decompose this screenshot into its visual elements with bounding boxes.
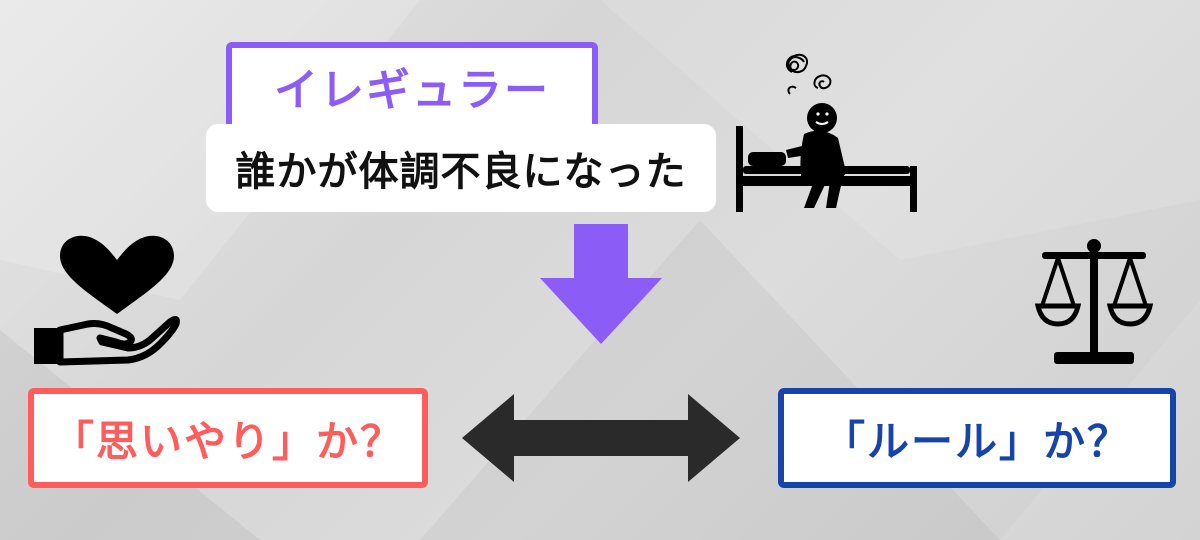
heart-in-hand-icon [34, 235, 180, 366]
down-arrow-icon [540, 224, 662, 344]
compassion-option-box: 「思いやり」か？ [28, 388, 428, 488]
double-headed-arrow-icon [462, 394, 740, 482]
irregular-label: イレギュラー [226, 42, 598, 130]
balance-scale-icon [1034, 239, 1154, 364]
sick-person-on-bed-icon [736, 53, 917, 212]
event-description: 誰かが体調不良になった [206, 124, 716, 212]
rule-option-box: 「ルール」か？ [778, 388, 1176, 488]
